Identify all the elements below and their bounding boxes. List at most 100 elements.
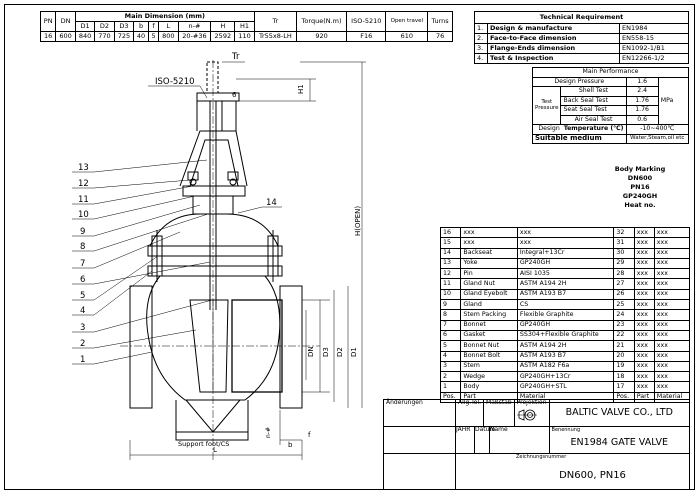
part-material: xxx: [653, 268, 691, 280]
part-material: ASTM A182 F6a: [516, 360, 615, 373]
part-pos: 13: [439, 257, 462, 270]
part-pos: 26: [613, 288, 635, 301]
part-material: Flexible Graphite: [516, 309, 615, 321]
part-pos: 31: [613, 237, 635, 249]
drawing-sheet: [4, 4, 695, 490]
dim-value: 725: [113, 31, 135, 42]
part-name: Wedge: [460, 371, 518, 383]
tech-no: 2.: [474, 33, 488, 44]
tech-item: Flange-Ends dimension: [486, 43, 621, 54]
part-name: xxx: [633, 268, 655, 280]
part-name: xxx: [633, 247, 655, 259]
part-pos: 12: [439, 268, 462, 280]
dim-header: ISO-5210: [346, 11, 387, 32]
tech-standard: EN558-15: [619, 33, 689, 44]
part-name: xxx: [633, 226, 655, 239]
part-pos: 28: [613, 268, 635, 280]
part-pos: 24: [613, 309, 635, 321]
tech-item: Design & manufacture: [486, 23, 621, 34]
part-pos: 2: [439, 371, 462, 383]
marking-line: PN16: [630, 183, 650, 191]
part-name: Backseat: [460, 247, 518, 259]
part-material: SS304+Flexible Graphite: [516, 329, 615, 342]
temperature-value: -10~400℃: [625, 124, 689, 135]
part-material: ASTM A194 2H: [516, 340, 615, 352]
jahr-label: JAHR: [456, 427, 475, 453]
part-name: xxx: [633, 350, 655, 362]
dim-value: 40: [133, 31, 149, 42]
part-material: GP240GH: [516, 319, 615, 331]
part-material: AISI 1035: [516, 268, 615, 280]
part-pos: 30: [613, 247, 635, 259]
title-block: Änderungen Allg.Tol. Maßstab Projektion …: [383, 399, 691, 490]
part-material: xxx: [653, 288, 691, 301]
part-material: xxx: [653, 319, 691, 331]
part-material: GP240GH+STL: [516, 381, 615, 393]
part-material: CS: [516, 299, 615, 311]
dim-value: 920: [295, 31, 348, 42]
part-name: Bonnet Nut: [460, 340, 518, 352]
part-material: xxx: [653, 226, 691, 239]
test-label: Shell Test: [560, 86, 627, 97]
massstab-label: Maßstab: [483, 399, 515, 427]
dim-header: D1: [74, 21, 96, 32]
dim-value: 76: [427, 31, 453, 42]
part-pos: 23: [613, 319, 635, 331]
technical-requirement-table: Technical Requirement 1.Design & manufac…: [474, 11, 689, 64]
part-pos: 9: [439, 299, 462, 311]
part-material: ASTM A193 B7: [516, 350, 615, 362]
part-pos: 29: [613, 257, 635, 270]
dim-value: Tr55x8-LH: [253, 31, 297, 42]
dim-header: H1: [234, 21, 255, 32]
tech-standard: EN12266-1/2: [619, 53, 689, 64]
medium-value: Water,Steam,oil etc: [625, 133, 689, 144]
dim-value: 770: [94, 31, 115, 42]
marking-line: Body Marking: [614, 165, 666, 173]
tech-title: Technical Requirement: [474, 11, 689, 24]
dim-header: DN: [55, 11, 76, 32]
dim-header: D2: [94, 21, 115, 32]
part-pos: 17: [613, 381, 635, 393]
part-name: xxx: [633, 381, 655, 393]
allg-tol-label: Allg.Tol.: [454, 399, 485, 427]
dim-header: D3: [113, 21, 135, 32]
company-name: BALTIC VALVE CO., LTD: [548, 399, 691, 427]
part-pos: 7: [439, 319, 462, 331]
dim-value: 840: [74, 31, 96, 42]
dim-header: n-#: [177, 21, 212, 32]
part-name: xxx: [633, 309, 655, 321]
part-pos: 18: [613, 371, 635, 383]
part-name: xxx: [633, 288, 655, 301]
datum-label: Datum: [475, 427, 495, 453]
test-value: 0.6: [625, 114, 659, 125]
name-label: Name: [490, 426, 508, 433]
dim-value: 5: [147, 31, 160, 42]
part-name: Gland Eyebolt: [460, 288, 518, 301]
test-label: Seat Seal Test: [560, 105, 627, 116]
part-pos: 6: [439, 329, 462, 342]
part-pos: 1: [439, 381, 462, 393]
part-name: Gland Nut: [460, 278, 518, 290]
part-name: xxx: [633, 340, 655, 352]
dim-value: 610: [385, 31, 429, 42]
part-name: xxx: [633, 360, 655, 373]
tech-item: Face-to-Face dimension: [486, 33, 621, 44]
part-material: GP240GH: [516, 257, 615, 270]
part-pos: 5: [439, 340, 462, 352]
part-material: xxx: [653, 360, 691, 373]
perf-title: Main Performance: [532, 67, 689, 78]
dim-header: Tr: [253, 11, 297, 32]
test-value: 1.76: [625, 105, 659, 116]
part-material: xxx: [653, 350, 691, 362]
part-material: xxx: [516, 226, 615, 239]
